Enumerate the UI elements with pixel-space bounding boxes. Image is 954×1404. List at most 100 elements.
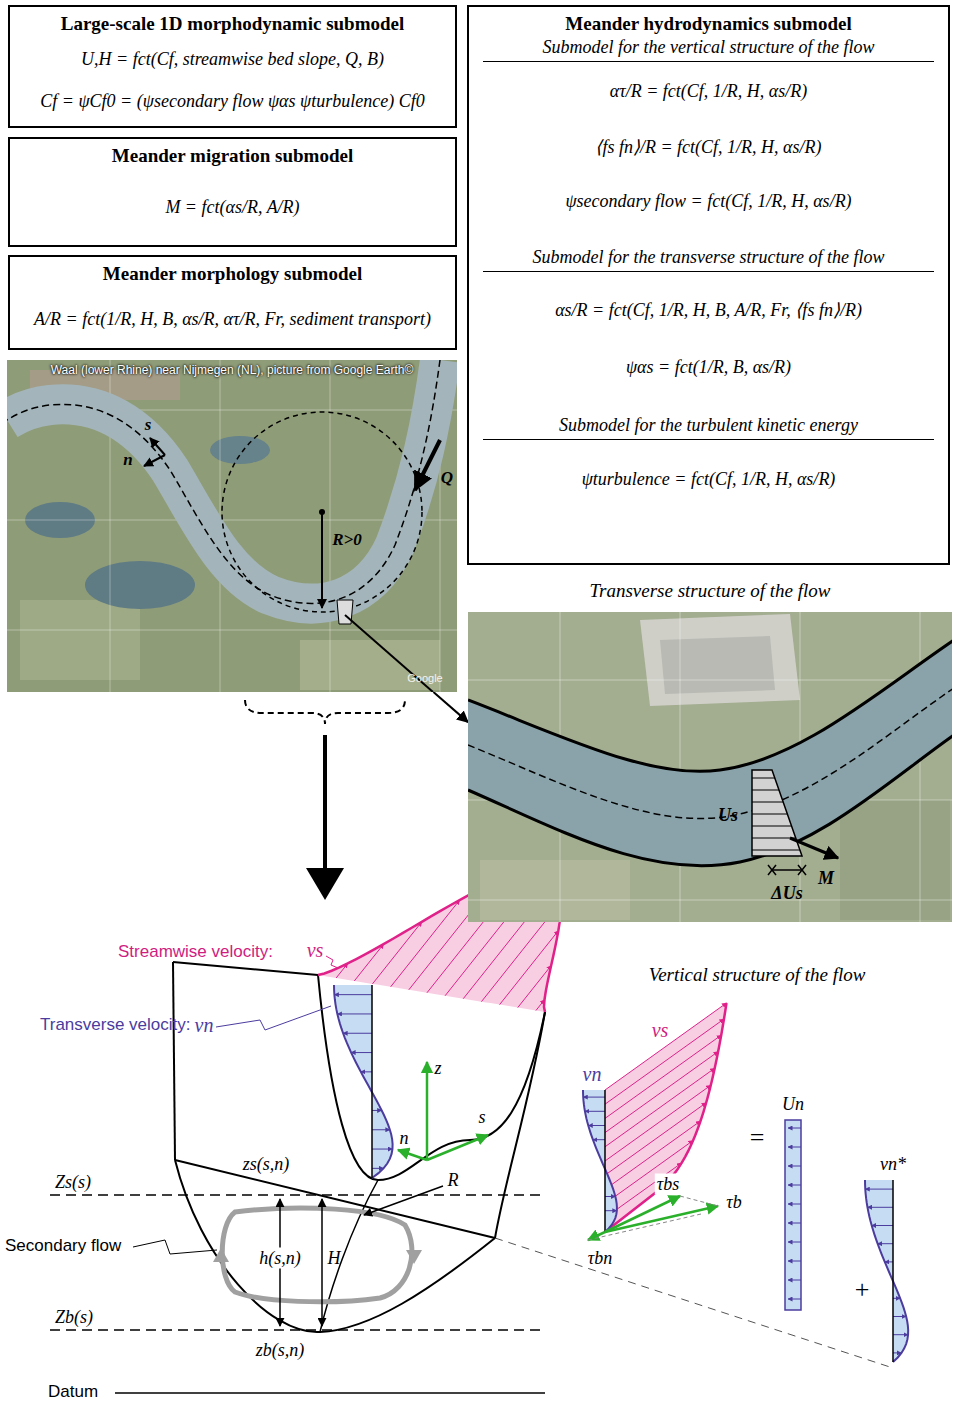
velocity-arrow [788, 1223, 801, 1224]
datum-label: Datum [48, 1382, 98, 1402]
velocity-arrow [788, 1185, 801, 1186]
velocity-arrow [605, 1003, 727, 1090]
velocity-arrow [585, 1111, 605, 1112]
map-panel: Waal (lower Rhine) near Nijmegen (NL), p… [7, 360, 457, 692]
reference-line [371, 985, 373, 1178]
map-photo [20, 600, 140, 680]
velocity-arrow [605, 1068, 715, 1147]
legend-text: Streamwise velocity: [118, 942, 273, 962]
part-label: Secondary flow [5, 1236, 121, 1256]
map-photo [468, 640, 952, 771]
velocity-arrow [878, 1243, 893, 1244]
map-photo [768, 865, 776, 875]
velocity-arrow [788, 1147, 801, 1148]
map-photo [752, 814, 787, 815]
level-label: zs(s,n) [243, 1154, 290, 1175]
velocity-arrow [343, 1033, 372, 1034]
stress-label: τbn [588, 1248, 612, 1269]
channel-block [175, 1160, 495, 1332]
axis-label: z [434, 1058, 441, 1079]
submodel-box: Meander hydrodynamics submodelSubmodel f… [467, 5, 950, 565]
channel-block [173, 962, 318, 975]
shear-stress-arrow [680, 1196, 718, 1206]
box-title: Meander hydrodynamics submodel [565, 13, 851, 35]
formula: αs/R = fct(Cf, 1/R, H, B, A/R, Fr, ⟨fs f… [555, 299, 862, 321]
map-photo [468, 735, 952, 866]
axis-label: s [478, 1107, 485, 1128]
dimension-arrow [321, 1199, 323, 1326]
map-photo [790, 838, 838, 858]
map-photo [480, 860, 630, 920]
velocity-arrow [361, 1071, 372, 1072]
velocity-arrow [605, 1210, 617, 1211]
symbol-label: vs [307, 939, 324, 962]
map-photo [468, 900, 952, 901]
channel-block [173, 962, 545, 1332]
channel-block [173, 962, 175, 1160]
velocity-arrow [372, 1129, 390, 1130]
velocity-arrow [351, 1052, 372, 1053]
panel-title: Vertical structure of the flow [649, 964, 866, 986]
channel-block [175, 1160, 495, 1238]
map-photo [85, 561, 195, 609]
map-photo [752, 770, 802, 856]
velocity-arrow [372, 922, 421, 984]
down-arrow [306, 868, 344, 900]
velocity-arrow [372, 1149, 392, 1150]
brace [245, 700, 405, 724]
map-photo [468, 688, 952, 818]
velocity-arrow [788, 1261, 801, 1262]
velocity-arrow [872, 1225, 893, 1226]
velocity-arrow [593, 1139, 605, 1140]
symbol-label: vn* [880, 1154, 906, 1175]
legend-text: Transverse velocity: [40, 1015, 191, 1035]
coordinate-axis [398, 1150, 427, 1160]
map-photo [7, 360, 457, 692]
leader-line [326, 956, 338, 968]
secondary-flow-loop [222, 1208, 412, 1302]
map-photo [772, 869, 802, 871]
velocity-arrow [788, 1128, 801, 1129]
map-photo [321, 512, 323, 608]
map-photo [210, 436, 270, 464]
map-photo [660, 636, 775, 694]
secondary-flow-loop [213, 1208, 422, 1302]
map-photo [468, 612, 952, 922]
velocity-arrow [605, 1085, 711, 1161]
leader-line [133, 956, 338, 1254]
velocity-arrow [788, 1299, 801, 1300]
coordinate-axis [427, 1135, 488, 1160]
migration-label: M [818, 868, 834, 889]
down-arrow [306, 735, 344, 900]
velocity-arrow [893, 1316, 906, 1317]
map-photo [752, 826, 792, 827]
dimension-arrow [364, 1186, 443, 1215]
streamwise-profile [605, 1003, 727, 1232]
transverse-profile [334, 985, 393, 1178]
down-arrow [323, 735, 327, 872]
box-title: Meander migration submodel [112, 145, 353, 167]
map-photo [7, 360, 457, 692]
map-photo [680, 612, 681, 922]
transverse-profile [865, 1180, 908, 1362]
submodel-box: Meander migration submodelM = fct(αs/R, … [8, 137, 457, 247]
formula: ψαs = fct(1/R, B, αs/R) [626, 357, 791, 378]
transverse-profile [865, 1180, 908, 1362]
map-photo [7, 360, 440, 603]
watermark: Google [407, 672, 442, 684]
submodel-box: Large-scale 1D morphodynamic submodelU,H… [8, 5, 457, 128]
map-photo [222, 412, 422, 612]
reference-line [50, 1195, 893, 1393]
velocity-arrow [337, 1013, 372, 1014]
axis-label: n [400, 1128, 409, 1149]
velocity-arrow [588, 1125, 605, 1126]
map-photo [468, 640, 952, 866]
reference-line [892, 1180, 894, 1362]
velocity-arrow [788, 1242, 801, 1243]
leader-line [216, 1006, 331, 1030]
section-heading: Submodel for the vertical structure of t… [543, 37, 875, 58]
leader-line [133, 1240, 217, 1254]
streamwise-profile [605, 1003, 727, 1232]
